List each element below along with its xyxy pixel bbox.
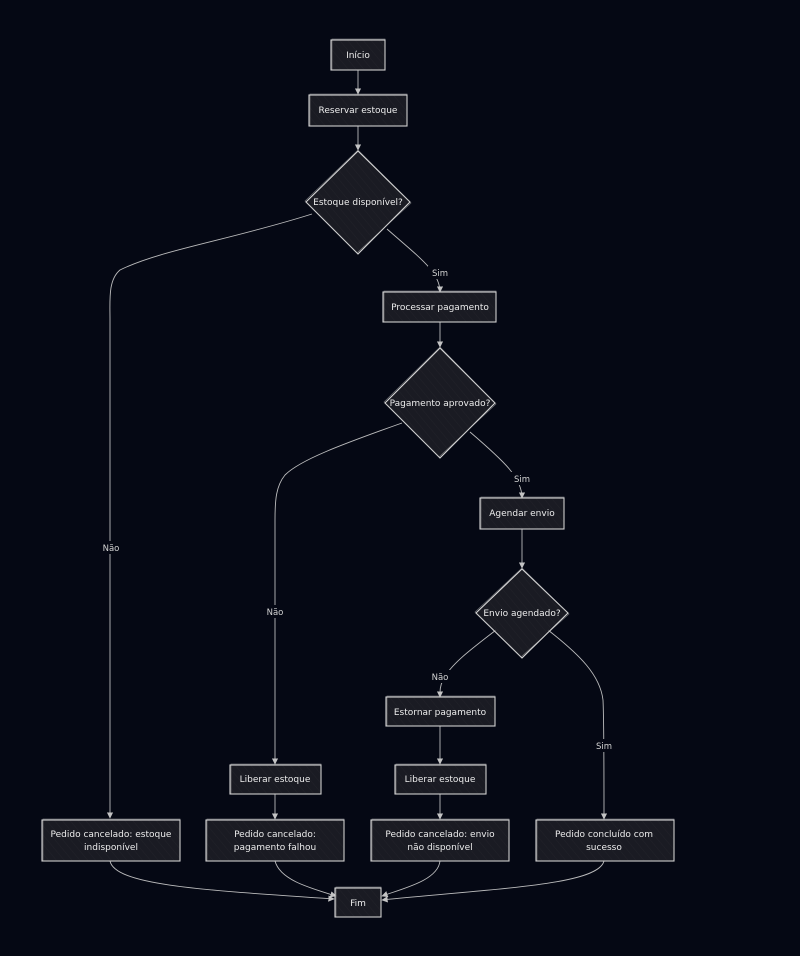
node-concluido[interactable]: Pedido concluído com sucesso	[535, 818, 675, 862]
node-cancel-estoque-label-2: indisponível	[84, 843, 138, 853]
edge-envio-sim	[547, 629, 608, 820]
node-cancel-envio-label-2: não disponível	[407, 843, 472, 853]
edge-pagamento-sim	[469, 431, 526, 499]
node-cancel-estoque-label-1: Pedido cancelado: estoque	[51, 830, 172, 840]
node-fim-label: Fim	[350, 899, 366, 909]
edge-labels: Sim Não Sim Não Não Sim	[98, 266, 616, 752]
edge-pagamento-nao	[271, 422, 403, 765]
node-concluido-label-1: Pedido concluído com	[555, 830, 653, 840]
edge-label-envio-nao: Não	[432, 673, 449, 683]
edge-concluido-fim	[381, 860, 605, 903]
edge-cancel-envio-fim	[381, 860, 441, 898]
node-agendar-envio-label: Agendar envio	[489, 509, 555, 519]
node-processar-pagamento-label: Processar pagamento	[391, 303, 489, 313]
node-cancel-pagamento[interactable]: Pedido cancelado: pagamento falhou	[205, 818, 345, 862]
edge-label-pagamento-nao: Não	[267, 608, 284, 618]
edge-cancel-pagamento-fim	[274, 860, 337, 898]
node-processar-pagamento[interactable]: Processar pagamento	[382, 290, 497, 323]
node-reservar-estoque[interactable]: Reservar estoque	[308, 93, 408, 127]
node-envio-agendado-label: Envio agendado?	[483, 609, 561, 619]
node-cancel-envio[interactable]: Pedido cancelado: envio não disponível	[370, 818, 510, 862]
node-estoque-disponivel-decision[interactable]: Estoque disponível?	[304, 149, 412, 255]
node-estornar-pagamento[interactable]: Estornar pagamento	[385, 695, 496, 727]
node-liberar-estoque-1-label: Liberar estoque	[240, 775, 311, 785]
node-reservar-estoque-label: Reservar estoque	[319, 106, 398, 116]
node-liberar-estoque-2-label: Liberar estoque	[405, 775, 476, 785]
edge-estoque-nao	[106, 213, 313, 819]
node-inicio[interactable]: Início	[330, 38, 386, 71]
edges	[106, 70, 608, 903]
node-cancel-pagamento-label-1: Pedido cancelado:	[234, 830, 316, 840]
node-pagamento-aprovado-label: Pagamento aprovado?	[390, 399, 491, 409]
edge-label-envio-sim: Sim	[596, 742, 612, 752]
node-cancel-pagamento-label-2: pagamento falhou	[234, 843, 316, 853]
node-pagamento-aprovado-decision[interactable]: Pagamento aprovado?	[383, 346, 497, 459]
edge-label-estoque-nao: Não	[103, 544, 120, 554]
edge-estoque-sim	[386, 228, 444, 293]
node-cancel-estoque[interactable]: Pedido cancelado: estoque indisponível	[41, 818, 181, 862]
node-inicio-label: Início	[346, 51, 370, 61]
edge-label-pagamento-sim: Sim	[514, 475, 530, 485]
node-liberar-estoque-2[interactable]: Liberar estoque	[394, 763, 487, 795]
edge-label-estoque-sim: Sim	[432, 269, 448, 279]
node-liberar-estoque-1[interactable]: Liberar estoque	[229, 763, 322, 795]
node-envio-agendado-decision[interactable]: Envio agendado?	[474, 567, 570, 659]
node-agendar-envio[interactable]: Agendar envio	[479, 496, 565, 530]
edge-cancel-estoque-fim	[109, 860, 335, 902]
node-cancel-envio-label-1: Pedido cancelado: envio	[385, 830, 495, 840]
node-concluido-label-2: sucesso	[586, 843, 622, 853]
node-fim[interactable]: Fim	[334, 886, 382, 918]
edge-envio-nao	[436, 629, 497, 698]
node-estoque-disponivel-label: Estoque disponível?	[313, 198, 403, 208]
node-estornar-pagamento-label: Estornar pagamento	[394, 708, 487, 718]
